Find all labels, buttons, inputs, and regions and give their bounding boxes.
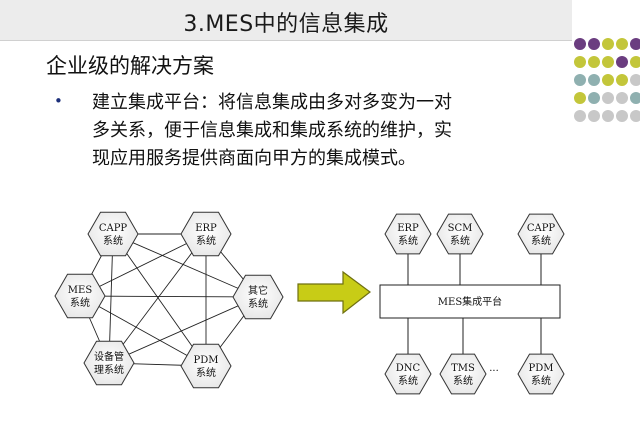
connection-line bbox=[79, 295, 207, 367]
mes-platform-label: MES集成平台 bbox=[438, 295, 502, 308]
left-mes-label-line2: 系统 bbox=[70, 296, 90, 309]
decorative-dot bbox=[588, 56, 600, 68]
right-top-erp-label-line2: 系统 bbox=[398, 234, 418, 247]
bullet-text-line-1: 建立集成平台：将信息集成由多对多变为一对 bbox=[92, 92, 452, 113]
connection-line bbox=[112, 233, 207, 367]
decorative-dot bbox=[588, 38, 600, 50]
decorative-dot bbox=[602, 56, 614, 68]
right-top-capp-label-line2: 系统 bbox=[531, 234, 551, 247]
slide-subtitle: 企业级的解决方案 bbox=[46, 54, 214, 78]
decorative-dot bbox=[616, 110, 628, 122]
left-other-label-line2: 系统 bbox=[248, 297, 268, 310]
mes-platform-bar bbox=[379, 284, 561, 319]
title-bar: 3.MES中的信息集成 bbox=[0, 0, 572, 41]
decorative-dot bbox=[630, 110, 640, 122]
decorative-dot bbox=[602, 110, 614, 122]
decorative-dot bbox=[588, 74, 600, 86]
connection-line bbox=[79, 233, 207, 297]
right-platform-diagram: MES集成平台 ERP系统SCM系统CAPP系统DNC系统TMS系统PDM系统 … bbox=[379, 213, 565, 395]
left-pdm-label-line2: 系统 bbox=[196, 366, 216, 379]
connection-line bbox=[112, 233, 259, 298]
decorative-dot bbox=[630, 56, 640, 68]
right-top-scm-label-line1: SCM bbox=[448, 223, 473, 234]
connection-line bbox=[108, 296, 259, 364]
decorative-dot bbox=[574, 56, 586, 68]
decorative-dot bbox=[630, 92, 640, 104]
decorative-dot bbox=[602, 92, 614, 104]
decorative-dot bbox=[602, 38, 614, 50]
decorative-dot bbox=[630, 38, 640, 50]
right-bottom-dnc-label-line1: DNC bbox=[396, 363, 421, 374]
decorative-dot bbox=[616, 38, 628, 50]
decorative-dot bbox=[588, 110, 600, 122]
hexagon-shape bbox=[439, 353, 487, 395]
decorative-dot bbox=[602, 74, 614, 86]
bullet-icon: • bbox=[54, 92, 63, 110]
decorative-dot bbox=[574, 38, 586, 50]
right-top-capp-label-line1: CAPP bbox=[527, 223, 556, 234]
left-capp-label-line1: CAPP bbox=[99, 223, 128, 234]
decorative-dot bbox=[574, 92, 586, 104]
decorative-dot bbox=[616, 56, 628, 68]
decorative-dot bbox=[616, 92, 628, 104]
decorative-dot bbox=[574, 74, 586, 86]
left-erp-label-line2: 系统 bbox=[196, 234, 216, 247]
hexagon-shape bbox=[436, 213, 484, 255]
right-bottom-tms-label-line2: 系统 bbox=[453, 374, 473, 387]
right-bottom-dnc-label-line2: 系统 bbox=[398, 374, 418, 387]
hexagon-shape bbox=[54, 273, 106, 319]
hexagon-shape bbox=[384, 353, 432, 395]
left-capp-label-line2: 系统 bbox=[103, 234, 123, 247]
left-erp-label-line1: ERP bbox=[195, 223, 217, 234]
left-other-label-line1: 其它 bbox=[248, 284, 268, 297]
ellipsis-label: ··· bbox=[489, 366, 499, 377]
right-top-scm-label-line2: 系统 bbox=[450, 234, 470, 247]
right-bottom-tms-label-line1: TMS bbox=[451, 363, 475, 374]
bullet-text-line-2: 多关系，便于信息集成和集成系统的维护，实 bbox=[92, 120, 452, 141]
hexagon-shape bbox=[180, 211, 232, 257]
slide-title: 3.MES中的信息集成 bbox=[183, 12, 389, 37]
hexagon-shape bbox=[517, 353, 565, 395]
hexagon-shape bbox=[384, 213, 432, 255]
hexagon-shape bbox=[180, 343, 232, 389]
left-equip-label-line1: 设备管 bbox=[94, 350, 124, 363]
bullet-text-line-3: 现应用服务提供商面向甲方的集成模式。 bbox=[92, 148, 416, 169]
hexagon-shape bbox=[517, 213, 565, 255]
right-connectors bbox=[407, 254, 542, 354]
left-equip-label-line2: 理系统 bbox=[94, 363, 124, 376]
decorative-dot bbox=[630, 74, 640, 86]
right-top-erp-label-line1: ERP bbox=[397, 223, 419, 234]
decorative-dot bbox=[574, 110, 586, 122]
right-bottom-pdm-label-line1: PDM bbox=[529, 363, 554, 374]
hexagon-shape bbox=[83, 340, 135, 386]
connection-line bbox=[108, 233, 207, 364]
hexagon-shape bbox=[232, 274, 284, 320]
hexagon-shape bbox=[87, 211, 139, 257]
left-mes-label-line1: MES bbox=[68, 285, 93, 296]
left-pdm-label-line1: PDM bbox=[194, 355, 219, 366]
connection-line bbox=[79, 295, 259, 298]
decorative-dot bbox=[588, 92, 600, 104]
arrow-right-icon bbox=[297, 270, 371, 315]
right-bottom-pdm-label-line2: 系统 bbox=[531, 374, 551, 387]
decorative-dot bbox=[616, 74, 628, 86]
